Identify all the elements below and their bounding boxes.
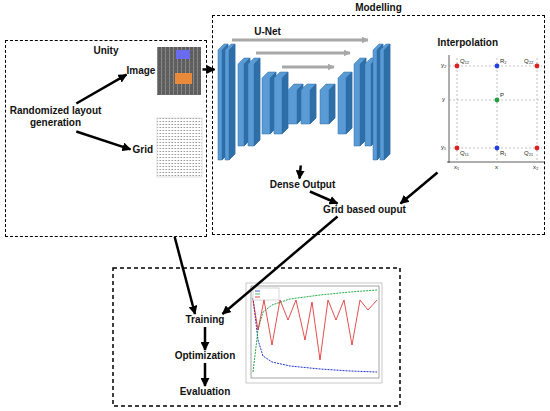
step-label: Dense Output [266,179,340,192]
axis-label: R₁ [500,150,506,157]
unet-layer [248,58,260,146]
node-label: U-Net [248,26,288,38]
node-label: Evaluation [175,386,235,398]
unet-layer [354,58,366,146]
axis-label: x [495,164,498,171]
unet-layer [301,84,316,124]
flow-arrow [300,166,301,179]
legend-sample [255,297,260,298]
chart-axes [251,286,379,378]
validation-curve [253,300,377,360]
sample-point [495,146,500,151]
axis-line [447,162,544,163]
chart-frame [246,283,382,383]
group-box: ModellingU-NetInterpolationDense OutputG… [212,15,545,235]
unet-graphic [218,44,390,160]
accuracy-curve [253,290,377,372]
node-label: Image [127,65,157,77]
interpolation-figure [447,55,544,163]
step-label: Optimization [170,350,240,363]
flow-arrow [310,192,338,204]
layout-object [176,50,190,59]
unet-layer [225,44,235,160]
skip-connections [232,40,368,67]
axis-label: Q₁₁ [460,150,469,157]
legend-sample [255,291,260,292]
unet-layer [329,84,335,124]
flow-arrow [223,217,338,315]
sample-point [495,64,500,69]
loss-curve [253,298,377,372]
flow-arrow [204,363,207,386]
grid-image [157,118,202,177]
unet-layer [282,72,288,134]
step-label: Grid based ouput [320,204,410,217]
node-label: Modelling [213,2,544,14]
unet-layer [346,72,352,134]
unet-layer [380,44,390,160]
flow-arrow [76,132,130,150]
axis-label: Q₂₁ [524,150,533,157]
axis-label: R₂ [500,58,507,65]
node-label: Grid based ouput [320,204,410,216]
step-label: Randomized layout generation [4,104,108,132]
skip-arrow [256,52,350,55]
flow-arrow [76,75,126,104]
axis-label: x₂ [533,164,538,171]
node-label: Interpolation [438,37,518,49]
group-box: UnityRandomized layout generation ImageGr… [5,40,207,237]
training-chart [246,283,382,383]
unet-layer [384,44,390,160]
sample-point [495,98,500,103]
step-label: Evaluation [175,386,235,399]
sample-point [455,146,460,151]
skip-arrow [282,66,334,69]
flow-arrow [175,237,195,314]
axis-label: y₂ [441,62,446,69]
flow-arrow [203,68,215,71]
step-label: Training [180,314,230,327]
unet-layer [229,44,235,160]
model-block: U-Net [215,26,391,166]
sample-point [455,64,460,69]
layout-object [175,73,192,84]
axis-label: Q₂₂ [524,58,533,65]
data-item: Grid [131,117,203,179]
group-box [113,268,400,406]
layout-image [157,47,201,95]
node-label: Optimization [170,350,240,362]
legend-sample [255,294,260,295]
axis-line [449,55,450,163]
chart-legend [253,288,279,300]
flow-arrow [204,327,207,350]
node-label: Randomized layout generation [4,105,108,129]
unet-layer [338,72,352,134]
axis-label: x₁ [454,164,459,171]
axis-label: y₁ [441,144,446,151]
axis-label: Q₁₂ [460,58,469,65]
node-label: Grid [133,144,157,156]
sample-point [535,146,540,151]
unet-layer [274,72,288,134]
axis-label: P [500,92,504,99]
flow-arrow [401,173,438,204]
axis-label: y [442,96,445,103]
data-item: Image [127,45,203,97]
unet-layer [310,84,316,124]
node-label: Dense Output [266,179,340,191]
unet-layer [254,58,260,146]
node-label: Unity [6,45,206,57]
node-label: Training [180,314,230,326]
skip-arrow [232,39,368,42]
sample-point [535,64,540,69]
unet-layer [320,84,335,124]
